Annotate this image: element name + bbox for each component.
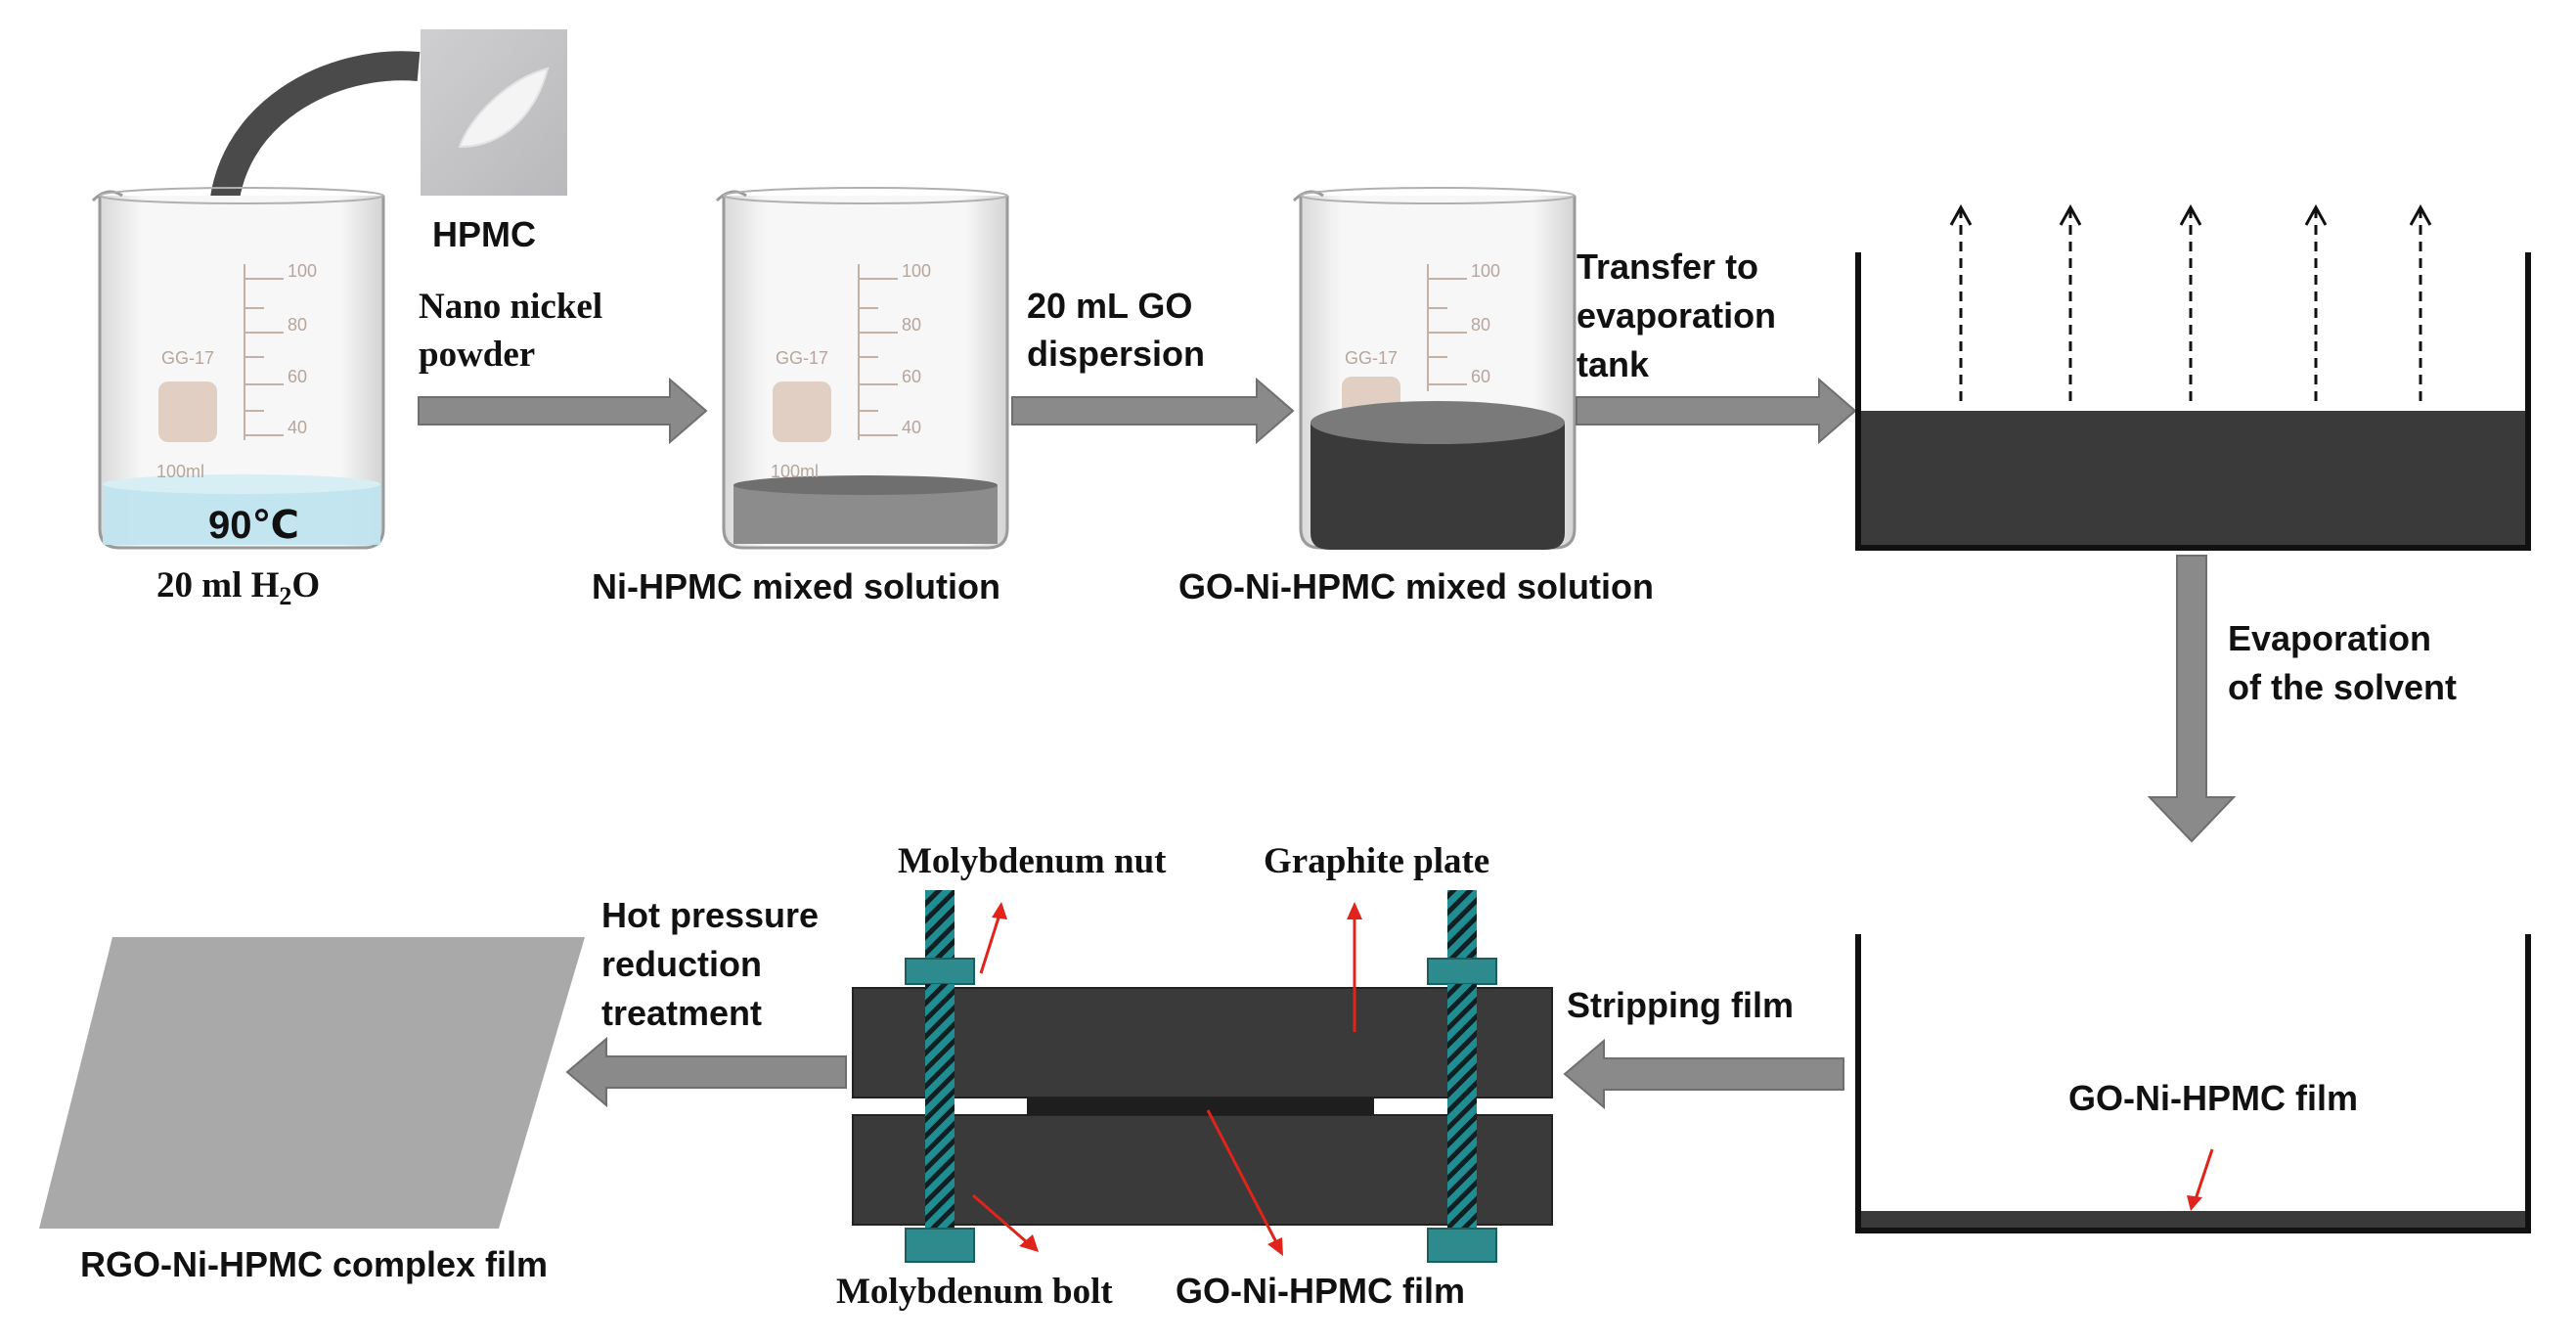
svg-text:GG-17: GG-17	[161, 348, 214, 368]
svg-text:80: 80	[288, 315, 307, 335]
svg-text:GG-17: GG-17	[1345, 348, 1398, 368]
svg-text:100ml: 100ml	[156, 462, 204, 481]
arrow-step-6	[565, 1036, 847, 1108]
arrow-step-4	[2147, 555, 2237, 843]
go-dispersion-label-2: dispersion	[1027, 334, 1205, 374]
water-label: 20 ml H2O	[156, 565, 320, 610]
svg-text:60: 60	[1471, 367, 1490, 386]
svg-text:100: 100	[902, 261, 931, 281]
red-pointers-press	[972, 902, 1362, 1256]
svg-text:100: 100	[1471, 261, 1500, 281]
ni-hpmc-label: Ni-HPMC mixed solution	[592, 566, 1000, 606]
arrow-step-5	[1563, 1038, 1844, 1110]
hot-pressure-label-3: treatment	[601, 993, 762, 1033]
nano-nickel-label-2: powder	[419, 335, 535, 375]
evaporation-label-2: of the solvent	[2228, 667, 2457, 707]
svg-text:100ml: 100ml	[771, 462, 819, 481]
hpmc-photo	[421, 29, 567, 196]
beaker-ni-hpmc: GG-17 100ml 100 80 60 40	[715, 187, 1009, 550]
go-film-tank-label: GO-Ni-HPMC film	[2068, 1078, 2358, 1118]
go-ni-hpmc-label: GO-Ni-HPMC mixed solution	[1178, 566, 1654, 606]
beaker-water: GG-17 100ml 100 80 60 40	[91, 187, 385, 550]
evaporation-label-1: Evaporation	[2228, 618, 2431, 658]
graphite-plate-bottom	[852, 1114, 1553, 1226]
press-film	[1027, 1098, 1374, 1115]
bolt-right	[1447, 984, 1477, 1229]
mo-nut-label: Molybdenum nut	[898, 841, 1167, 881]
beaker-label-patch	[158, 381, 217, 442]
go-ni-hpmc-solution	[1310, 423, 1565, 550]
vapor-arrows	[1949, 203, 2432, 401]
transfer-label-2: evaporation	[1577, 295, 1776, 336]
hot-press	[852, 890, 1553, 1263]
water-liquid	[103, 484, 380, 545]
hpmc-label: HPMC	[432, 214, 536, 254]
svg-text:80: 80	[902, 315, 921, 335]
arrow-step-2	[1011, 377, 1295, 445]
mo-bolt-label: Molybdenum bolt	[836, 1272, 1113, 1312]
transfer-label-3: tank	[1577, 344, 1650, 384]
rgo-label: RGO-Ni-HPMC complex film	[80, 1244, 548, 1284]
go-dispersion-label-1: 20 mL GO	[1027, 286, 1192, 326]
go-film-press-label: GO-Ni-HPMC film	[1176, 1271, 1465, 1311]
beaker-go-ni-hpmc: GG-17 100 80 60	[1292, 187, 1577, 550]
svg-text:40: 40	[902, 418, 921, 437]
evaporation-tank	[1855, 252, 2531, 551]
red-pointer-tank	[2187, 1148, 2214, 1211]
arrow-step-3	[1576, 377, 1857, 445]
temperature-label: 90℃	[208, 504, 299, 547]
nut-right-bottom	[1427, 1228, 1497, 1263]
svg-text:80: 80	[1471, 315, 1490, 335]
nut-left-top	[905, 958, 975, 985]
film-tank	[1855, 934, 2531, 1233]
hot-pressure-label-1: Hot pressure	[601, 895, 819, 935]
nut-left-bottom	[905, 1228, 975, 1263]
svg-text:100: 100	[288, 261, 317, 281]
svg-text:40: 40	[288, 418, 307, 437]
nano-nickel-label-1: Nano nickel	[419, 287, 602, 327]
rgo-film	[39, 937, 585, 1229]
bolt-left	[925, 984, 955, 1229]
graphite-label: Graphite plate	[1264, 841, 1489, 881]
transfer-label-1: Transfer to	[1577, 246, 1758, 287]
arrow-step-1	[418, 377, 708, 445]
graphite-plate-top	[852, 987, 1553, 1098]
svg-text:GG-17: GG-17	[776, 348, 828, 368]
hot-pressure-label-2: reduction	[601, 944, 762, 984]
nut-right-top	[1427, 958, 1497, 985]
svg-text:60: 60	[288, 367, 307, 386]
svg-text:60: 60	[902, 367, 921, 386]
stripping-label: Stripping film	[1567, 985, 1794, 1025]
